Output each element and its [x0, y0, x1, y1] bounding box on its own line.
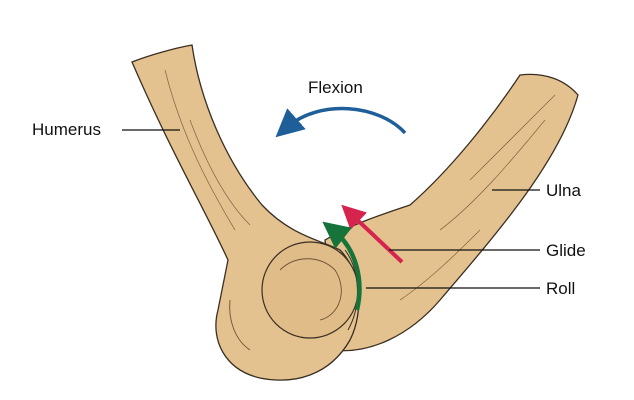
humerus-label: Humerus	[32, 120, 101, 139]
ulna-bone	[324, 73, 579, 352]
glide-label: Glide	[546, 241, 586, 260]
roll-arrow	[322, 221, 362, 311]
flexion-arrow	[275, 106, 407, 138]
trochlea	[261, 241, 359, 339]
roll-label: Roll	[546, 279, 576, 298]
ulna-label: Ulna	[546, 181, 581, 200]
flexion-label: Flexion	[308, 78, 363, 97]
glide-arrow	[341, 204, 404, 264]
